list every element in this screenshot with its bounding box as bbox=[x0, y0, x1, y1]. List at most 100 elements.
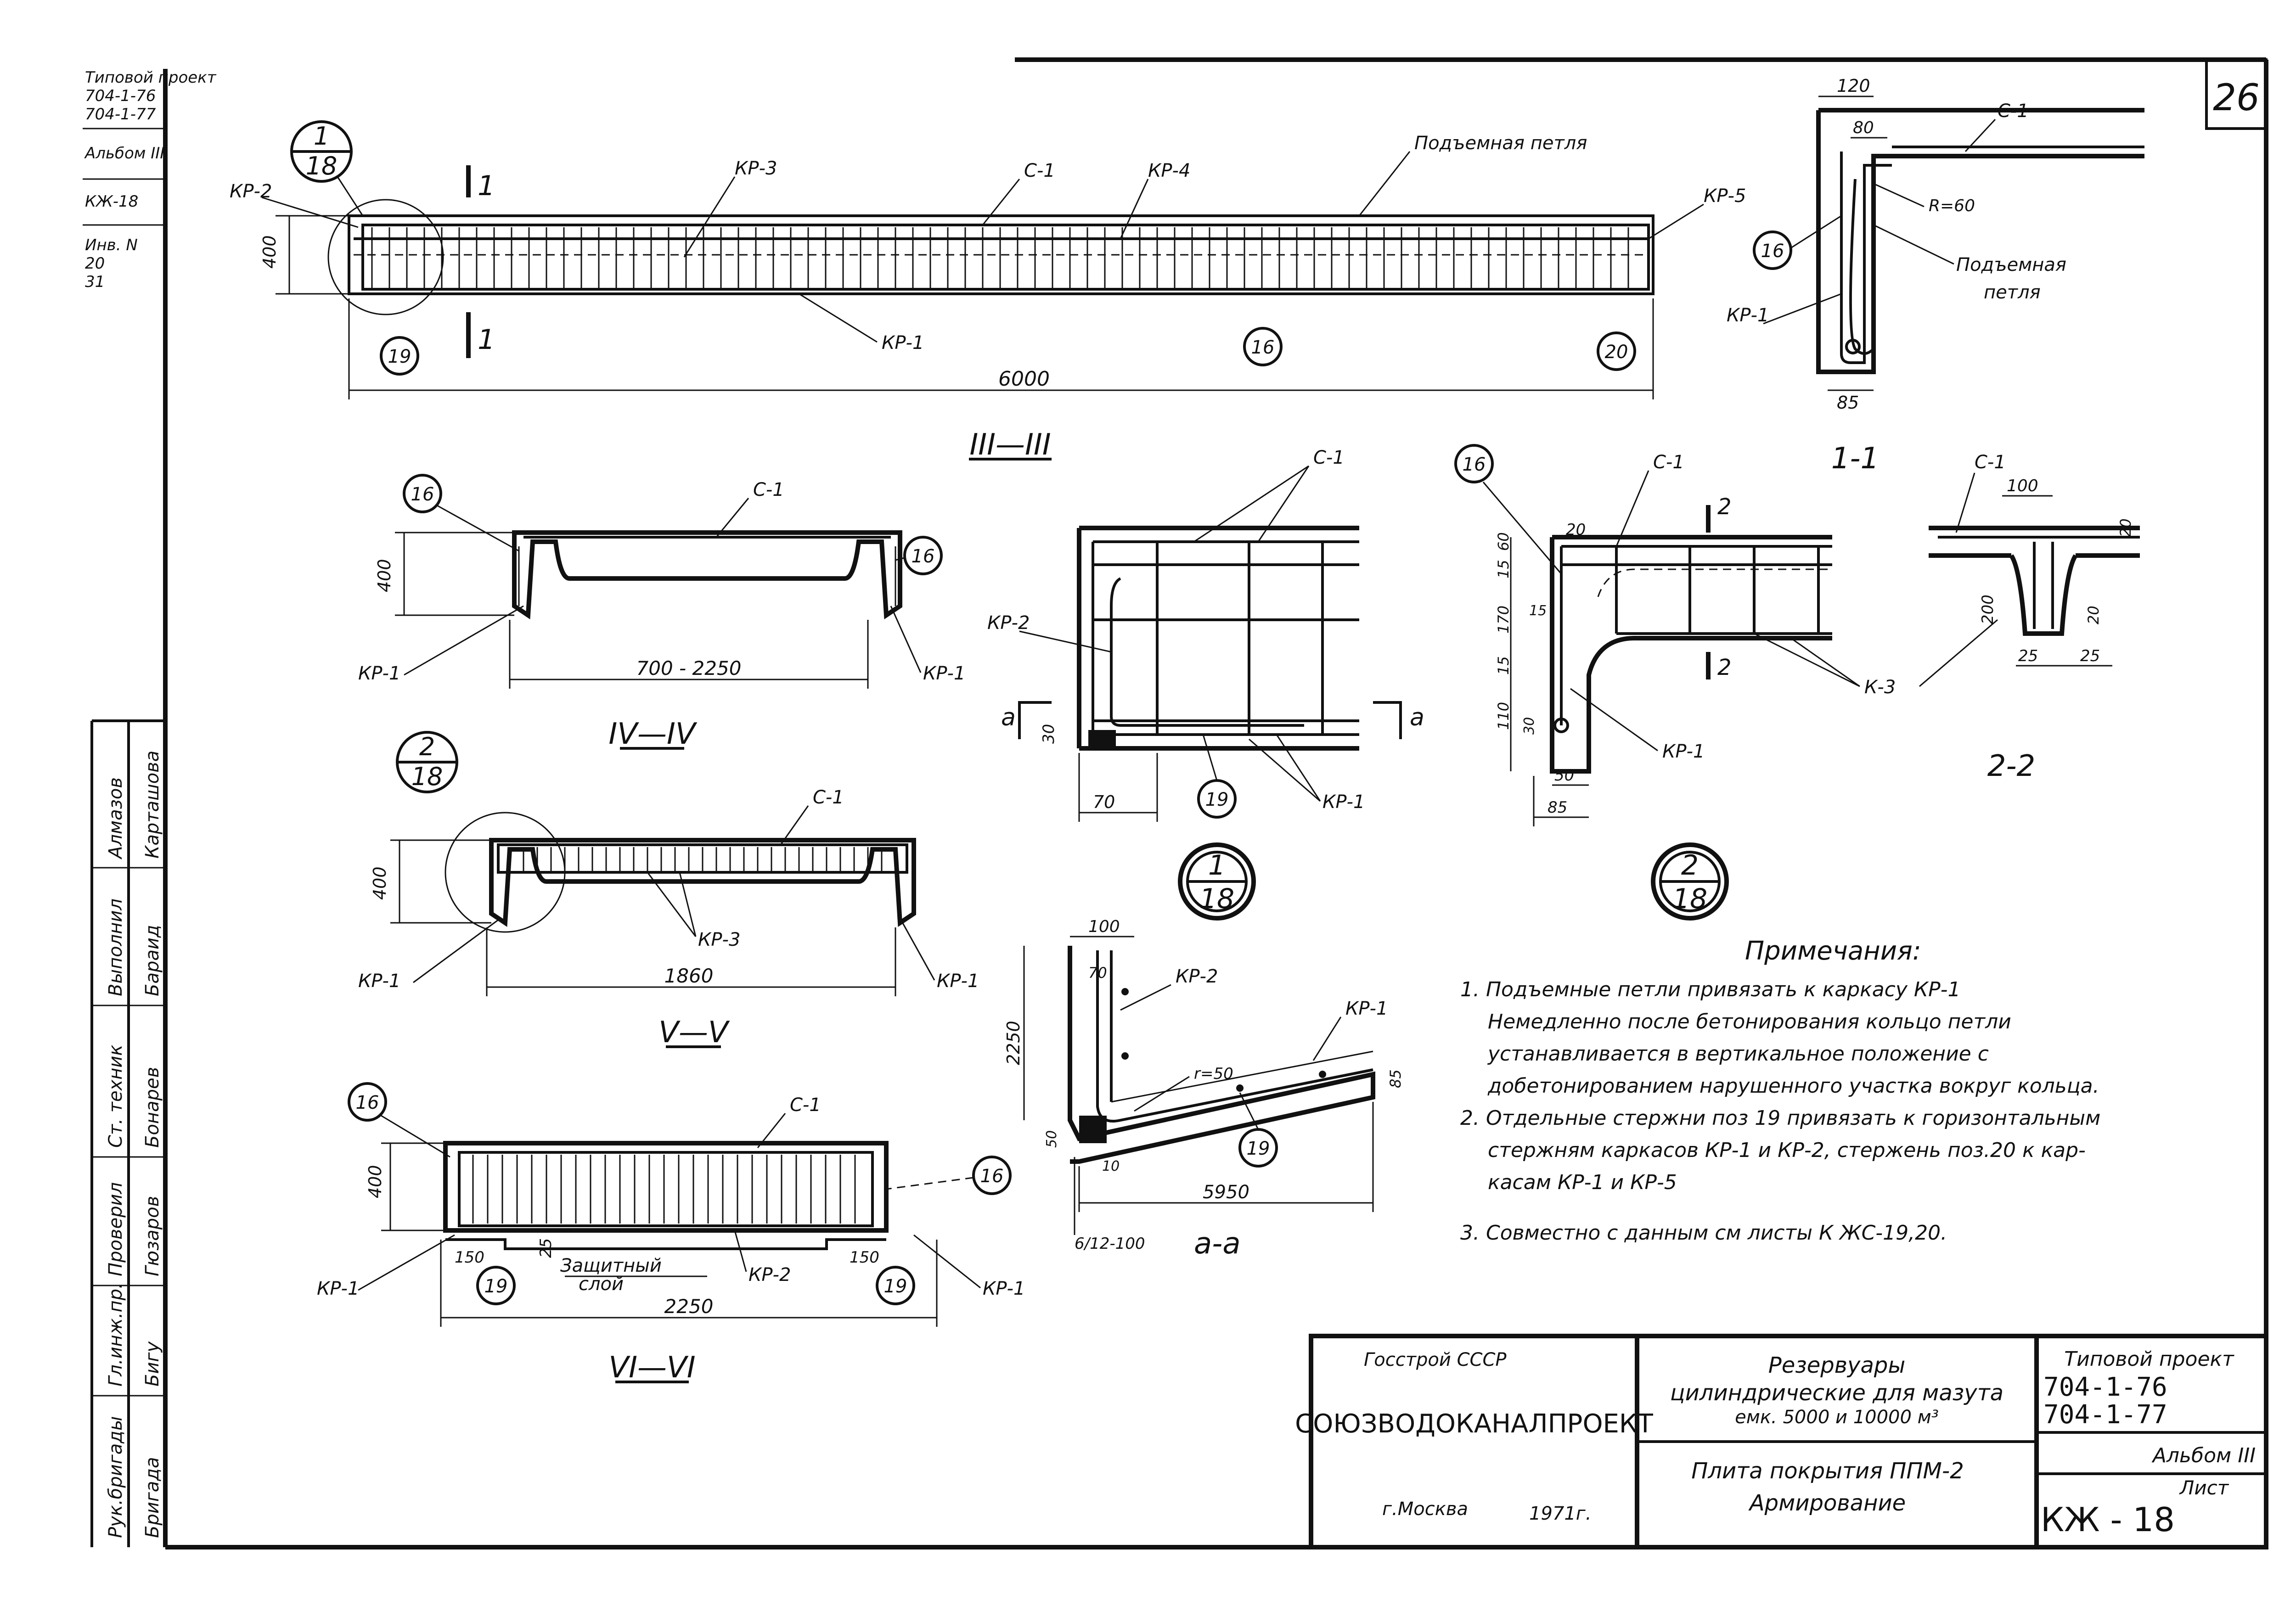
dim-25: 25 bbox=[537, 1238, 555, 1258]
sig-role-3: Проверил bbox=[105, 1182, 126, 1276]
dim-2250-b: 2250 bbox=[664, 1295, 714, 1318]
callout-2-top-a: 2 bbox=[419, 732, 435, 761]
dim-d2-110: 110 bbox=[1495, 702, 1512, 730]
detail-2-18: 2 2 С-1 К-3 КР-1 16 15 60 170 15 15 110 … bbox=[1454, 444, 1998, 921]
label-d1-kr1: КР-1 bbox=[1322, 792, 1365, 813]
section-a-a-title: а-а bbox=[1194, 1227, 1241, 1261]
section-2-2: 100 20 200 20 25 25 С-1 2-2 bbox=[1929, 452, 2140, 783]
sig-role-4: Ст. техник bbox=[105, 1044, 126, 1148]
cut-1-bottom: 1 bbox=[478, 324, 495, 356]
project-code-1: 704-1-76 bbox=[2043, 1372, 2167, 1402]
cut-1-top: 1 bbox=[478, 170, 495, 202]
callout-1-bottom: 18 bbox=[306, 152, 338, 180]
note-line-2: Немедленно после бетонирования кольцо пе… bbox=[1488, 1010, 2011, 1033]
org-top: Госстрой СССР bbox=[1364, 1349, 1507, 1370]
sig-name-1: Бригада bbox=[142, 1457, 163, 1538]
label-d1-c1: С-1 bbox=[1313, 447, 1345, 468]
section-2-2-rib bbox=[2009, 554, 2078, 636]
dim-aa-10: 10 bbox=[1102, 1158, 1120, 1174]
label-kr4: КР-4 bbox=[1148, 160, 1190, 181]
strip-line-1: Типовой проект bbox=[85, 68, 217, 87]
mark-16-f bbox=[972, 1156, 1012, 1195]
label-d1-a-right: а bbox=[1410, 704, 1424, 731]
dim-d2-20: 20 bbox=[1566, 521, 1586, 539]
label-22-c1: С-1 bbox=[1975, 452, 2006, 473]
section-1-1-title: 1-1 bbox=[1831, 442, 1880, 476]
sheet-line-2: Армирование bbox=[1748, 1490, 1906, 1516]
strip-line-6: Инв. N bbox=[85, 236, 138, 254]
note-line-4: добетонированием нарушенного участка вок… bbox=[1487, 1074, 2099, 1098]
section-1-1-outline bbox=[1816, 110, 2144, 374]
section-a-a: 100 70 2250 r=50 85 50 10 5950 КР-2 КР-1… bbox=[1003, 917, 1404, 1261]
sig-name-3: Гюзаров bbox=[142, 1196, 163, 1276]
label-5-kr1-right: КР-1 bbox=[937, 971, 979, 992]
view-5-5: 2 18 С-1 КР-3 400 КР-1 КР-1 1860 V—V bbox=[358, 731, 979, 1050]
section-a-hatch bbox=[1079, 1116, 1107, 1143]
label-6-kr2: КР-2 bbox=[748, 1264, 791, 1286]
label-d2-c1: С-1 bbox=[1653, 452, 1684, 473]
dim-80: 80 bbox=[1853, 118, 1874, 137]
callout-1-top-b: 1 bbox=[1208, 849, 1226, 881]
list-code: КЖ - 18 bbox=[2041, 1500, 2175, 1539]
dim-d2-30: 30 bbox=[1521, 717, 1537, 735]
mark-16-c bbox=[403, 474, 442, 513]
label-aa-kr2: КР-2 bbox=[1176, 966, 1218, 987]
dim-d2-15a: 15 bbox=[1495, 560, 1512, 578]
callout-2-bottom-b: 18 bbox=[1672, 883, 1707, 915]
mark-16-f-text: 16 bbox=[980, 1166, 1004, 1187]
label-d1-a-left: а bbox=[1001, 704, 1016, 731]
callout-1-18-b bbox=[1178, 842, 1256, 921]
dim-aa-100: 100 bbox=[1088, 917, 1120, 936]
mark-16-e-text: 16 bbox=[356, 1092, 379, 1113]
cut-2-bottom: 2 bbox=[1717, 655, 1732, 680]
strip-line-5: КЖ-18 bbox=[85, 192, 138, 211]
dim-150-left: 150 bbox=[455, 1248, 484, 1267]
label-lifting-loop: Подъемная петля bbox=[1414, 133, 1587, 154]
dim-r60: R=60 bbox=[1929, 196, 1975, 215]
label-kr1: КР-1 bbox=[882, 332, 924, 354]
label-4-kr1-right: КР-1 bbox=[923, 663, 965, 684]
dim-120: 120 bbox=[1837, 76, 1870, 96]
sig-name-5: Бараид bbox=[142, 925, 163, 996]
view-6-outline bbox=[443, 1141, 889, 1233]
label-6-kr1-right: КР-1 bbox=[983, 1278, 1025, 1299]
view-6-stirrups bbox=[472, 1155, 856, 1224]
beam-stirrups bbox=[371, 227, 1629, 289]
dim-6000: 6000 bbox=[998, 367, 1050, 391]
dim-aa-70: 70 bbox=[1088, 964, 1107, 982]
view-4-4: С-1 400 КР-1 КР-1 700 - 2250 16 16 IV—IV bbox=[358, 474, 965, 751]
mark-19-c bbox=[876, 1266, 915, 1305]
mark-19-b bbox=[476, 1266, 516, 1305]
year: 1971г. bbox=[1529, 1503, 1592, 1524]
label-5-kr3: КР-3 bbox=[698, 929, 740, 950]
label-kr5: КР-5 bbox=[1704, 185, 1746, 207]
mark-16-g-text: 16 bbox=[1463, 454, 1486, 475]
mark-16-a bbox=[1243, 327, 1283, 366]
mark-19-c-text: 19 bbox=[884, 1276, 907, 1297]
detail-circle-2 bbox=[445, 812, 566, 933]
mark-16-b-text: 16 bbox=[1761, 241, 1784, 262]
dim-22-20b: 20 bbox=[2085, 606, 2102, 624]
title-block: Госстрой СССР СОЮЗВОДОКАНАЛПРОЕКТ г.Моск… bbox=[1295, 1334, 2268, 1549]
dim-700-2250: 700 - 2250 bbox=[636, 657, 742, 679]
label-4-kr1-left: КР-1 bbox=[358, 663, 400, 684]
view-4-title: IV—IV bbox=[608, 717, 698, 751]
sig-name-4: Бонарев bbox=[142, 1067, 163, 1148]
dim-d2-170: 170 bbox=[1495, 606, 1512, 634]
label-6-c1: С-1 bbox=[790, 1095, 821, 1116]
beam-outline bbox=[348, 214, 1654, 295]
note-line-8: 3. Совместно с данным см листы К ЖС-19,2… bbox=[1460, 1221, 1947, 1245]
mark-16-b bbox=[1753, 230, 1792, 270]
strip-line-2: 704-1-76 bbox=[85, 87, 156, 105]
mark-19-a-text: 19 bbox=[388, 346, 411, 367]
callout-2-top-b: 2 bbox=[1681, 849, 1699, 881]
sig-name-2: Бигу bbox=[142, 1341, 163, 1387]
dim-150-right: 150 bbox=[850, 1248, 879, 1267]
sig-role-6: Алмазов bbox=[105, 777, 126, 860]
dim-22-100: 100 bbox=[2007, 477, 2038, 495]
label-kr3: КР-3 bbox=[735, 158, 777, 179]
dim-aa-85: 85 bbox=[1387, 1069, 1404, 1088]
sheet-number: 26 bbox=[2213, 76, 2260, 119]
mark-16-e bbox=[348, 1082, 387, 1122]
